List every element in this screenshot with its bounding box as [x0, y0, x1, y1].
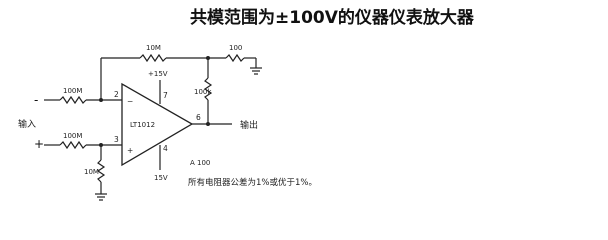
resistor-100k — [203, 77, 213, 101]
pin2-label: 2 — [114, 90, 119, 99]
resistor-10m-ground-label: 10M — [84, 168, 99, 176]
resistor-10m-feedback-label: 10M — [146, 44, 161, 52]
gain-label: A 100 — [190, 159, 210, 167]
vminus-label: 15V — [154, 174, 168, 182]
diagram-title: 共模范围为±100V的仪器仪表放大器 — [190, 7, 475, 28]
output-label: 输出 — [240, 119, 258, 131]
resistor-100k-label: 100k — [194, 88, 212, 96]
vplus-label: +15V — [148, 70, 168, 78]
schematic-diagram: 共模范围为±100V的仪器仪表放大器 − + LT1012 +15V 7 4 1… — [18, 7, 475, 201]
pin7-label: 7 — [163, 91, 168, 100]
resistor-100m-inverting-label: 100M — [63, 87, 82, 95]
resistor-100m-noninverting — [59, 140, 87, 150]
resistor-100m-inverting — [59, 95, 87, 105]
resistor-100m-noninverting-label: 100M — [63, 132, 82, 140]
pin6-label: 6 — [196, 113, 201, 122]
input-label: 输入 — [18, 118, 36, 130]
opamp-plus-symbol: + — [127, 146, 133, 155]
pin4-label: 4 — [163, 144, 168, 153]
tolerance-note: 所有电阻器公差为1%或优于1%。 — [188, 177, 317, 188]
input-plus-sign: + — [34, 137, 44, 151]
pin3-label: 3 — [114, 135, 119, 144]
opamp-minus-symbol: − — [127, 97, 133, 106]
resistor-10m-ground — [96, 159, 106, 183]
ground-symbol-bottom — [95, 193, 107, 201]
schematic-canvas: 共模范围为±100V的仪器仪表放大器 − + LT1012 +15V 7 4 1… — [18, 7, 475, 201]
input-minus-sign: - — [34, 93, 38, 107]
resistor-100-ground — [225, 53, 245, 63]
junction-output — [206, 122, 210, 126]
opamp-part-label: LT1012 — [130, 121, 155, 129]
resistor-100-ground-label: 100 — [229, 44, 242, 52]
opamp-triangle — [121, 82, 194, 167]
resistor-10m-feedback — [139, 53, 167, 63]
ground-symbol-top — [250, 67, 262, 75]
